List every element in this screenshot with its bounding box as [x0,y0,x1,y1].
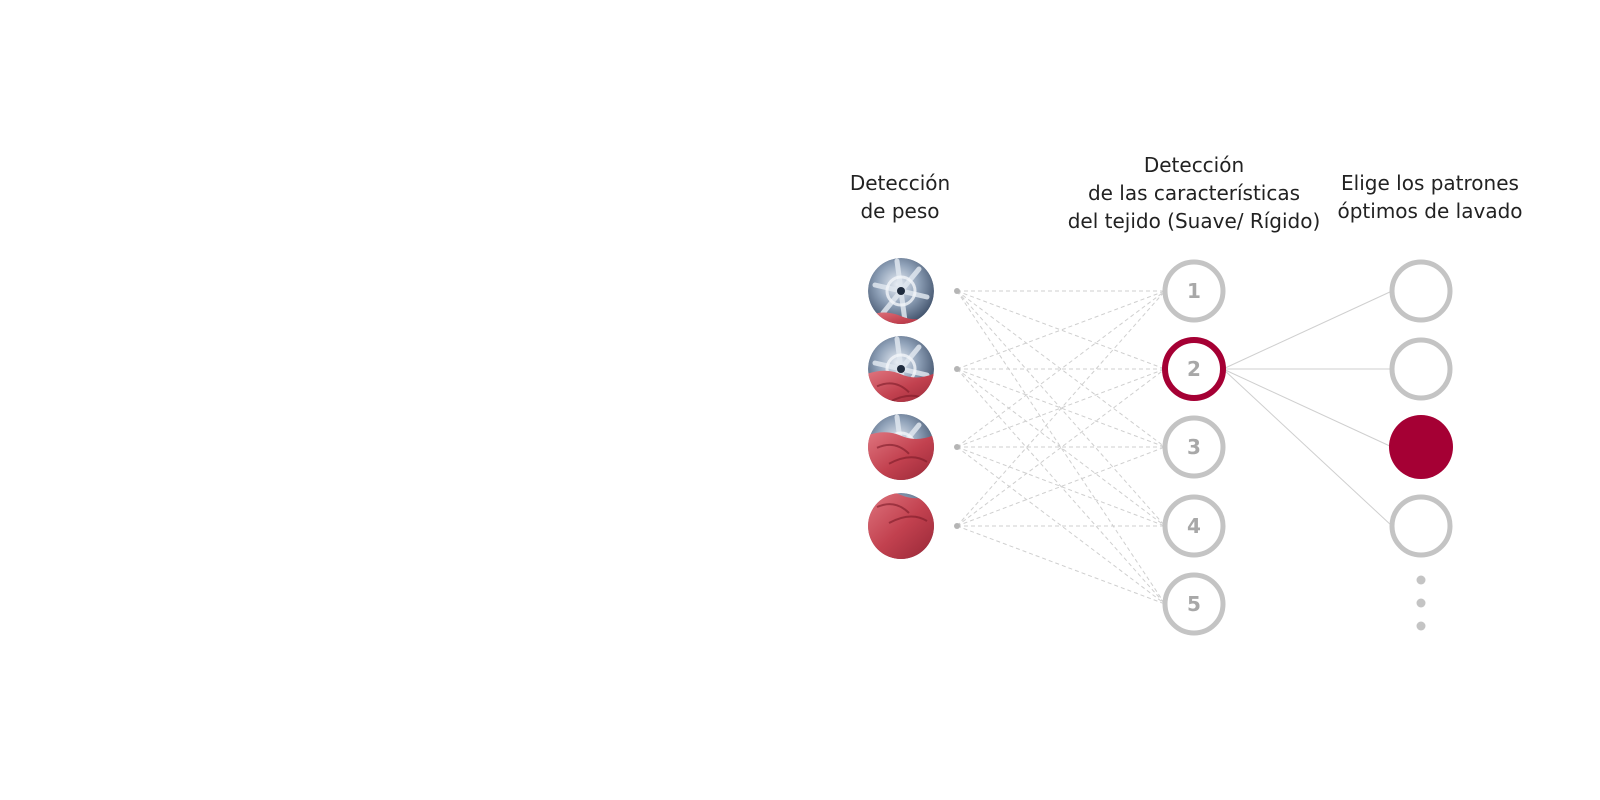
weight-to-fabric-line [956,290,1166,370]
heading-fabric-detection: Detección de las características del tej… [1067,153,1321,233]
weight-to-fabric-line [956,290,1166,448]
fabric-to-pattern-line [1222,368,1393,527]
wash-pattern-node-selected [1389,415,1453,479]
fabric-node-4: 4 [1162,494,1226,558]
wash-pattern-node [1389,337,1453,401]
laundry-drum-heavy-load-icon [868,414,934,480]
laundry-drum-full-load-icon [868,493,934,559]
weight-to-fabric-line [956,446,1166,527]
weight-to-fabric-line [956,290,1166,370]
fabric-node-2: 2 [1162,337,1226,401]
weight-detection-column [868,258,960,559]
weight-to-fabric-line [956,290,1166,527]
weight-to-fabric-line [956,446,1166,527]
weight-connector-dot [954,444,960,450]
weight-to-fabric-line [956,368,1166,448]
fabric-to-pattern-line [1222,290,1393,370]
weight-connector-dot [954,523,960,529]
laundry-drum-light-load-icon [868,258,934,324]
ellipsis-dot [1416,575,1426,585]
fabric-detection-column: 1 2 3 4 5 [1162,259,1226,636]
wash-patterns-column [1389,259,1453,558]
laundry-drum-medium-load-icon [868,336,934,402]
fabric-node-label: 4 [1187,514,1201,538]
connection-lines [956,290,1393,605]
fabric-node-label: 5 [1187,592,1201,616]
weight-to-fabric-line [956,446,1166,605]
ellipsis-dot [1416,621,1426,631]
weight-to-fabric-line [956,368,1166,448]
weight-to-fabric-line [956,368,1166,605]
weight-connector-dot [954,288,960,294]
weight-to-fabric-line [956,525,1166,605]
heading-weight-detection: Detección de peso [849,171,951,223]
fabric-node-5: 5 [1162,572,1226,636]
fabric-node-label: 2 [1187,357,1201,381]
fabric-node-label: 1 [1187,279,1201,303]
weight-connector-dot [954,366,960,372]
ellipsis-dot [1416,598,1426,608]
weight-to-fabric-line [956,368,1166,527]
fabric-node-3: 3 [1162,415,1226,479]
fabric-to-pattern-line [1222,368,1393,448]
wash-pattern-node [1389,494,1453,558]
weight-to-fabric-line [956,368,1166,527]
heading-optimal-patterns: Elige los patrones óptimos de lavado [1337,171,1523,223]
wash-pattern-node [1389,259,1453,323]
fabric-node-1: 1 [1162,259,1226,323]
fabric-node-label: 3 [1187,435,1201,459]
more-patterns-ellipsis [1416,575,1426,631]
